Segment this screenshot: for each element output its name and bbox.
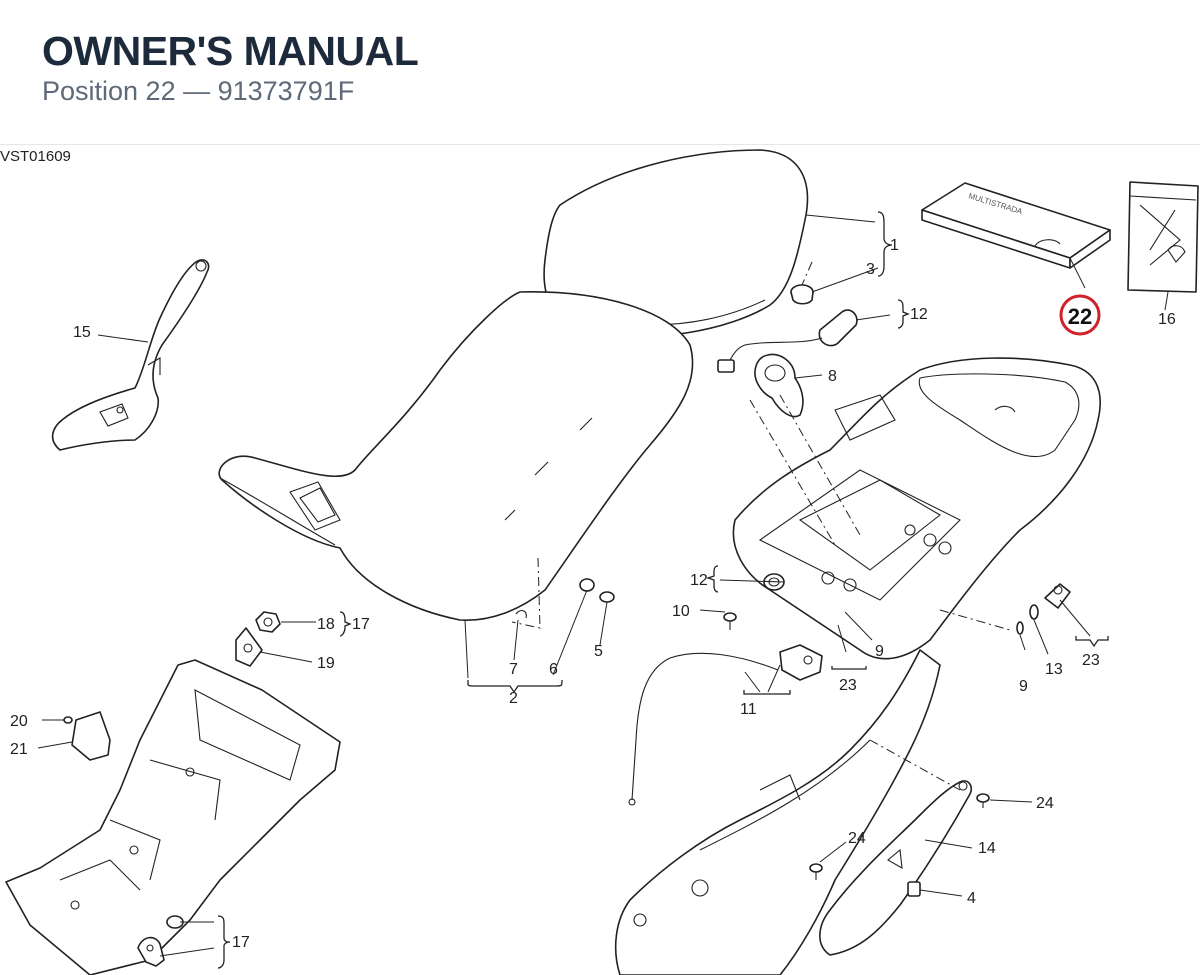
- screw-24-lower[interactable]: [809, 863, 823, 880]
- seat-lock-cable[interactable]: [628, 644, 823, 806]
- highlight-circle: [1059, 294, 1101, 336]
- side-bracket[interactable]: [51, 259, 210, 451]
- power-socket-cable[interactable]: [717, 309, 858, 373]
- owners-manual-booklet[interactable]: MULTISTRADA: [921, 182, 1111, 269]
- callout-1: 1: [890, 237, 899, 254]
- rubber-pad[interactable]: [790, 284, 814, 305]
- screw-5[interactable]: [599, 591, 615, 603]
- alignment-line: [511, 557, 541, 629]
- braces: [217, 211, 1109, 969]
- rubber-boot[interactable]: [754, 353, 804, 418]
- alignment-line: [869, 739, 961, 791]
- seat-lower[interactable]: [218, 291, 694, 621]
- callout-10: 10: [672, 603, 690, 620]
- alignment-line: [779, 394, 861, 536]
- callout-13: 13: [1045, 661, 1063, 678]
- callout-14: 14: [978, 840, 996, 857]
- washer-9-right[interactable]: [1016, 621, 1024, 635]
- highlight-number: 22: [1068, 304, 1092, 329]
- callout-3: 3: [866, 261, 875, 278]
- ignition-key[interactable]: [137, 936, 165, 967]
- position-22-marker[interactable]: 22: [1059, 294, 1101, 336]
- lock-cylinder[interactable]: [1044, 583, 1071, 609]
- clip-7[interactable]: [515, 609, 527, 619]
- callout-17-upper: 17: [352, 616, 370, 633]
- callout-9-right: 9: [1019, 678, 1028, 695]
- callout-24-lower: 24: [848, 830, 866, 847]
- callout-12-lower: 12: [690, 572, 708, 589]
- alignment-line: [939, 609, 1011, 631]
- screw-20[interactable]: [63, 716, 73, 724]
- callout-7: 7: [509, 661, 518, 678]
- callout-21: 21: [10, 741, 28, 758]
- callout-23-right: 23: [1082, 652, 1100, 669]
- drawing-code: VST01609: [0, 148, 71, 165]
- callout-9-center: 9: [875, 643, 884, 660]
- leader-lines: [37, 214, 1169, 957]
- underseat-tray: [5, 659, 341, 975]
- main-frame: [614, 649, 941, 975]
- callout-15: 15: [73, 324, 91, 341]
- callout-4: 4: [967, 890, 976, 907]
- callout-16: 16: [1158, 311, 1176, 328]
- callout-23-center: 23: [839, 677, 857, 694]
- washer-13[interactable]: [1029, 604, 1039, 620]
- callout-20: 20: [10, 713, 28, 730]
- callout-24-upper: 24: [1036, 795, 1054, 812]
- alignment-line: [749, 399, 836, 546]
- callout-11: 11: [740, 701, 757, 718]
- callout-19: 19: [317, 655, 335, 672]
- screw-24-upper[interactable]: [976, 793, 990, 808]
- page-title: OWNER'S MANUAL: [42, 28, 419, 74]
- callout-labels: 1 3 12 8 16 15 18 17 19 20 21 17 7 6 5 2…: [10, 237, 1176, 951]
- callout-6: 6: [549, 661, 558, 678]
- header-divider: [0, 144, 1200, 145]
- callout-12-upper: 12: [910, 306, 928, 323]
- callout-18: 18: [317, 616, 335, 633]
- callout-17-lower: 17: [232, 934, 250, 951]
- bracket-19[interactable]: [235, 627, 263, 667]
- alignment-line: [801, 261, 813, 286]
- nut-18[interactable]: [255, 611, 281, 633]
- callout-5: 5: [594, 643, 603, 660]
- callout-2: 2: [509, 690, 518, 707]
- page-subtitle: Position 22 — 91373791F: [42, 76, 355, 106]
- washer-6[interactable]: [579, 578, 595, 592]
- side-cover[interactable]: [819, 780, 973, 956]
- bolt-10[interactable]: [723, 612, 737, 630]
- clip-nut[interactable]: [907, 881, 921, 897]
- rear-subframe: [732, 357, 1101, 660]
- plate-21[interactable]: [71, 711, 111, 761]
- callout-8: 8: [828, 368, 837, 385]
- document-pouch[interactable]: [1127, 181, 1199, 293]
